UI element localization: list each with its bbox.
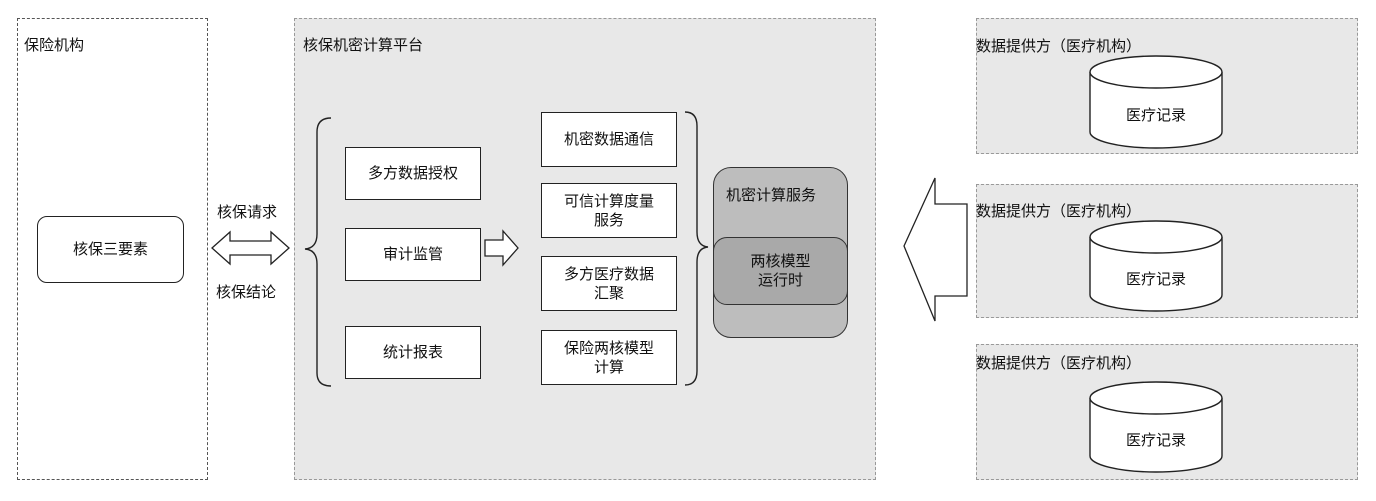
database-cylinder-2 [1089, 220, 1223, 312]
multi-party-authorization-label: 多方数据授权 [367, 164, 458, 182]
confidential-computing-service-title: 机密计算服务 [726, 186, 817, 204]
medical-record-label-2: 医疗记录 [1125, 270, 1186, 288]
model-runtime-box: 两核模型 运行时 [713, 237, 848, 305]
provider-title-1: 数据提供方（医疗机构） [976, 37, 1142, 55]
big-left-arrow [903, 177, 968, 322]
medical-record-label-3: 医疗记录 [1125, 431, 1186, 449]
small-right-arrow [484, 229, 519, 267]
medical-data-aggregation-box: 多方医疗数据 汇聚 [541, 256, 677, 311]
bidirectional-arrow [211, 230, 290, 266]
model-runtime-label: 两核模型 运行时 [750, 252, 811, 289]
trusted-measurement-box: 可信计算度量 服务 [541, 183, 677, 238]
provider-title-3: 数据提供方（医疗机构） [976, 354, 1142, 372]
medical-record-label-1: 医疗记录 [1125, 106, 1186, 124]
model-computation-label: 保险两核模型 计算 [563, 338, 654, 376]
trusted-measurement-label: 可信计算度量 服务 [563, 191, 654, 229]
confidential-communication-label: 机密数据通信 [563, 130, 654, 148]
left-brace [304, 117, 332, 387]
request-label: 核保请求 [217, 203, 278, 221]
multi-party-authorization-box: 多方数据授权 [345, 147, 481, 200]
conclusion-label: 核保结论 [216, 283, 277, 301]
audit-supervision-label: 审计监管 [382, 245, 443, 263]
underwriting-elements-box: 核保三要素 [37, 216, 184, 283]
provider-title-2: 数据提供方（医疗机构） [976, 202, 1142, 220]
database-cylinder-1 [1089, 55, 1223, 149]
right-brace [684, 111, 709, 386]
confidential-communication-box: 机密数据通信 [541, 112, 677, 167]
insurer-title: 保险机构 [24, 36, 85, 54]
medical-data-aggregation-label: 多方医疗数据 汇聚 [563, 264, 654, 302]
database-cylinder-3 [1089, 381, 1223, 473]
statistics-report-box: 统计报表 [345, 326, 481, 379]
statistics-report-label: 统计报表 [382, 343, 443, 361]
audit-supervision-box: 审计监管 [345, 228, 481, 281]
underwriting-elements-label: 核保三要素 [72, 240, 148, 258]
platform-title: 核保机密计算平台 [303, 36, 424, 54]
model-computation-box: 保险两核模型 计算 [541, 330, 677, 385]
